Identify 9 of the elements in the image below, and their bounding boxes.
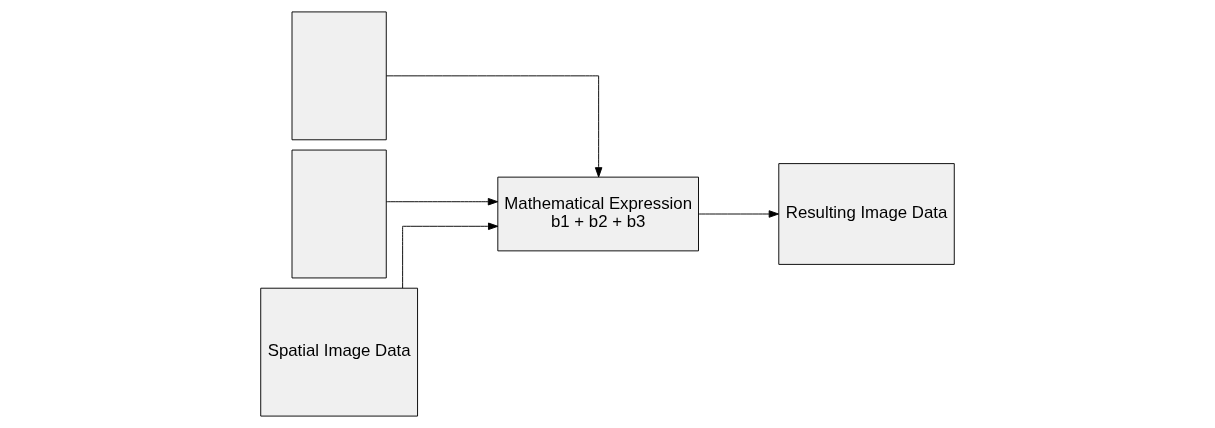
node-box: Mathematical Expression b1 + b2 + b3 <box>497 176 699 252</box>
arrow <box>698 210 779 218</box>
node-box: Spatial Image Data <box>260 287 418 417</box>
node-box <box>291 149 387 279</box>
arrow <box>385 75 603 178</box>
arrow <box>385 197 499 206</box>
node-box: Resulting Image Data <box>778 163 955 265</box>
arrow <box>402 222 499 289</box>
node-box <box>291 11 387 141</box>
